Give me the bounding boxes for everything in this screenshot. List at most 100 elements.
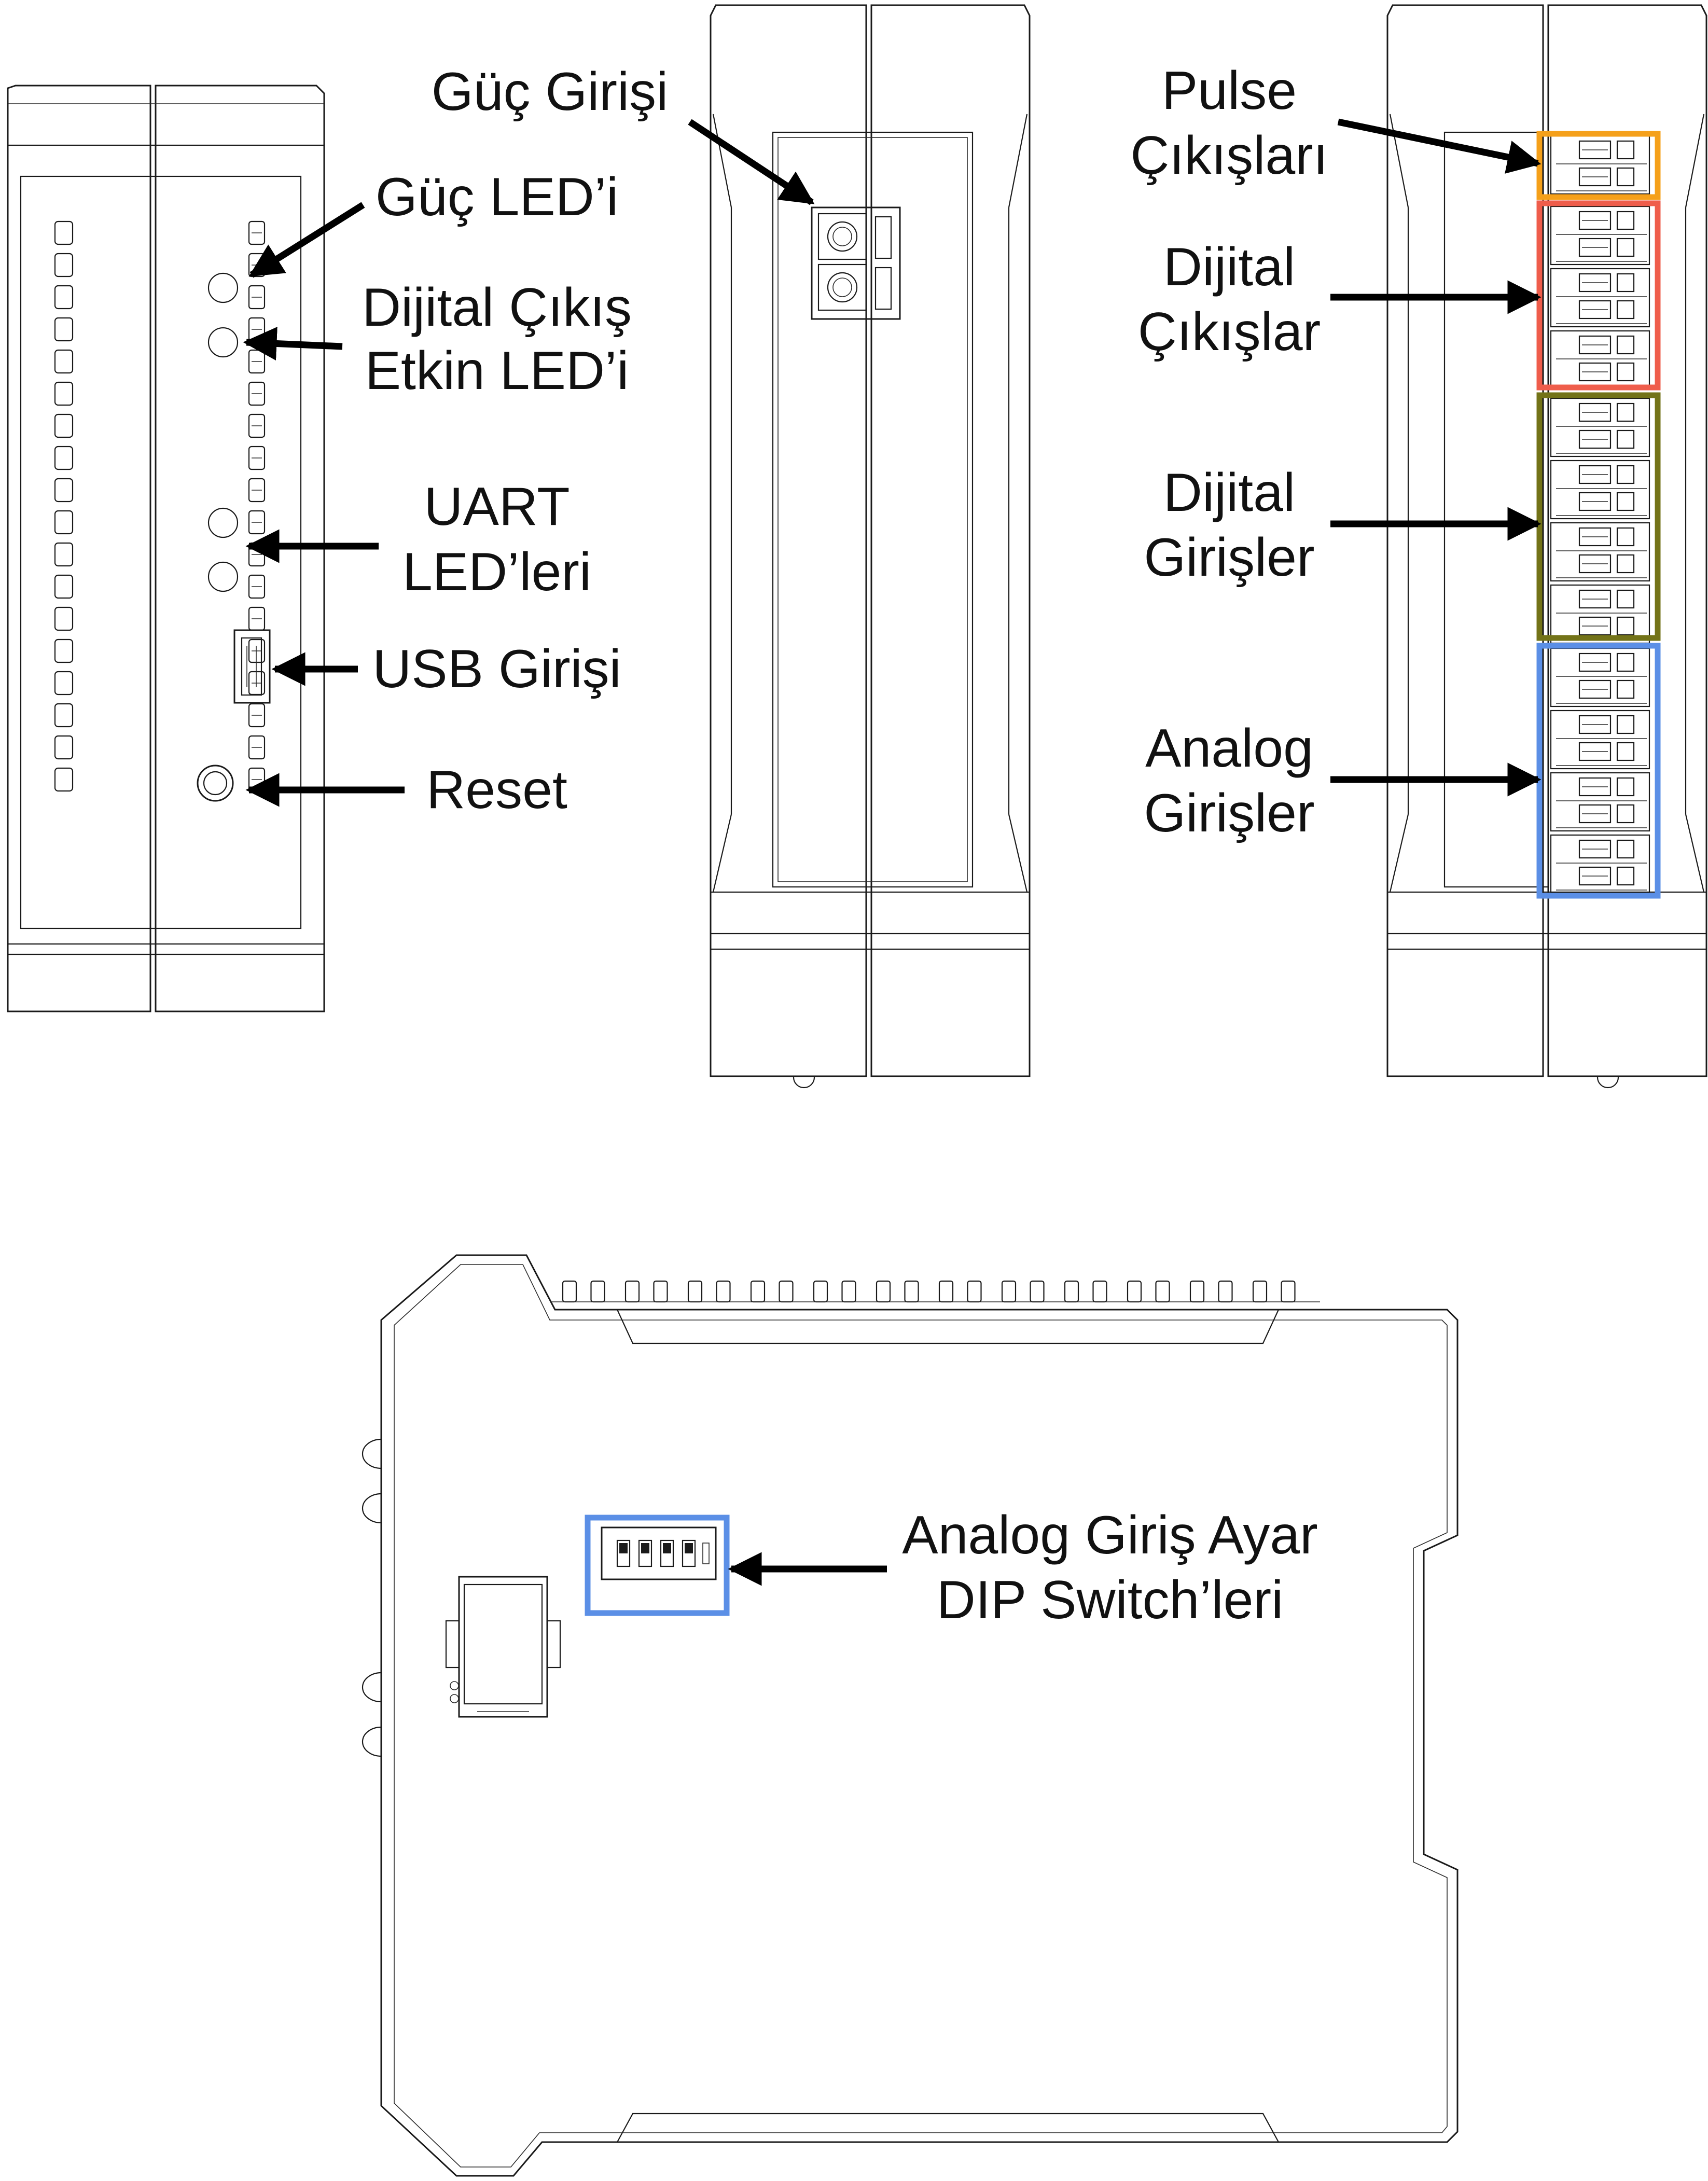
label-usb-input: USB Girişi xyxy=(372,639,621,699)
terminal-slot xyxy=(248,574,266,599)
terminal-screw xyxy=(1578,742,1612,761)
terminal-clamp xyxy=(1616,167,1635,187)
terminal-slot xyxy=(248,735,266,760)
terminal-block xyxy=(1550,135,1650,195)
arrow-power-input xyxy=(688,119,815,205)
terminal-screw xyxy=(1578,167,1612,187)
dip-lever xyxy=(682,1539,696,1567)
terminal-clamp xyxy=(1616,652,1635,672)
terminal-block-frame xyxy=(1550,205,1650,266)
terminal-screw xyxy=(1578,866,1612,886)
usb-port xyxy=(233,629,271,704)
labels: Güç LED’i Dijital Çıkış Etkin LED’i UART… xyxy=(362,61,1328,1630)
terminal-screw xyxy=(1578,238,1612,257)
terminal-clamp xyxy=(1616,300,1635,319)
side-pin xyxy=(1218,1280,1233,1303)
side-pin xyxy=(716,1280,731,1303)
terminal-screw xyxy=(1578,589,1612,609)
terminal-slot xyxy=(54,317,74,342)
power-led xyxy=(207,272,239,303)
arrow-power-led xyxy=(248,202,365,278)
label-power-input: Güç Girişi xyxy=(432,62,668,122)
terminal-clamp xyxy=(1616,742,1635,761)
terminal-block-frame xyxy=(1550,460,1650,520)
terminal-slot xyxy=(54,638,74,663)
terminal-slot xyxy=(54,446,74,470)
dip-lever xyxy=(660,1539,674,1567)
terminal-block xyxy=(1550,522,1650,582)
terminal-block-frame xyxy=(1550,397,1650,457)
label-reset: Reset xyxy=(426,760,567,820)
side-pin xyxy=(1092,1280,1107,1303)
terminal-slot xyxy=(54,767,74,792)
terminal-slot xyxy=(248,381,266,406)
side-pin xyxy=(1127,1280,1142,1303)
uart-led-2 xyxy=(207,561,239,592)
terminal-clamp xyxy=(1616,140,1635,160)
terminal-slot xyxy=(54,349,74,374)
terminal-clamp xyxy=(1616,362,1635,382)
front-terminal-slots-right xyxy=(248,220,266,792)
terminal-screw xyxy=(1578,211,1612,230)
side-pin xyxy=(1030,1280,1045,1303)
dip-lever xyxy=(638,1539,652,1567)
terminal-block-frame xyxy=(1550,268,1650,328)
terminal-slot xyxy=(54,285,74,310)
dip-side-tab xyxy=(702,1543,710,1564)
terminal-clamp xyxy=(1616,804,1635,824)
label-uart-1: UART xyxy=(424,477,570,537)
label-digital-out-1: Dijital xyxy=(1163,237,1295,297)
terminal-block xyxy=(1550,205,1650,266)
label-digital-out-led-2: Etkin LED’i xyxy=(365,341,629,401)
terminal-screw xyxy=(1578,492,1612,511)
terminal-clamp xyxy=(1616,589,1635,609)
terminal-block-frame xyxy=(1550,522,1650,582)
terminal-clamp xyxy=(1616,429,1635,449)
terminal-clamp xyxy=(1616,616,1635,636)
side-pin xyxy=(876,1280,891,1303)
side-pin xyxy=(687,1280,703,1303)
terminal-screw xyxy=(1578,527,1612,547)
terminal-clamp xyxy=(1616,777,1635,797)
terminal-block xyxy=(1550,584,1650,644)
terminal-clamp xyxy=(1616,273,1635,293)
terminal-clamp xyxy=(1616,211,1635,230)
reset-button xyxy=(197,765,234,802)
terminal-clamp xyxy=(1616,715,1635,734)
terminal-screw xyxy=(1578,839,1612,859)
power-input-connector xyxy=(811,206,901,320)
terminal-screw xyxy=(1578,616,1612,636)
side-pin xyxy=(750,1280,766,1303)
terminal-screw xyxy=(1578,300,1612,319)
side-pin xyxy=(590,1280,605,1303)
label-digital-out-led-1: Dijital Çıkış xyxy=(362,277,632,338)
terminal-block-frame xyxy=(1550,772,1650,832)
callout-arrows xyxy=(243,118,1542,1586)
side-pin xyxy=(562,1280,577,1303)
side-usb-socket xyxy=(445,1576,561,1718)
digital-inputs-box xyxy=(1536,392,1661,641)
side-pin xyxy=(653,1280,668,1303)
label-digital-in-1: Dijital xyxy=(1163,463,1295,523)
side-pin xyxy=(813,1280,828,1303)
terminal-block xyxy=(1550,710,1650,770)
dip-lever xyxy=(616,1539,631,1567)
terminal-screw xyxy=(1578,140,1612,160)
side-pin xyxy=(938,1280,954,1303)
label-digital-in-2: Girişler xyxy=(1144,527,1314,588)
terminal-screw xyxy=(1578,652,1612,672)
terminal-slot xyxy=(54,510,74,535)
terminal-screw xyxy=(1578,429,1612,449)
terminal-slot xyxy=(54,542,74,567)
label-power-led: Güç LED’i xyxy=(376,167,618,227)
label-analog-in-1: Analog xyxy=(1145,718,1313,779)
terminal-clamp xyxy=(1616,527,1635,547)
terminal-block xyxy=(1550,460,1650,520)
terminal-slot xyxy=(248,220,266,245)
side-leds xyxy=(362,1438,382,1757)
uart-led-1 xyxy=(207,507,239,538)
terminal-slot xyxy=(54,220,74,245)
terminal-slot xyxy=(248,285,266,310)
terminal-slot xyxy=(54,478,74,503)
terminal-clamp xyxy=(1616,335,1635,355)
